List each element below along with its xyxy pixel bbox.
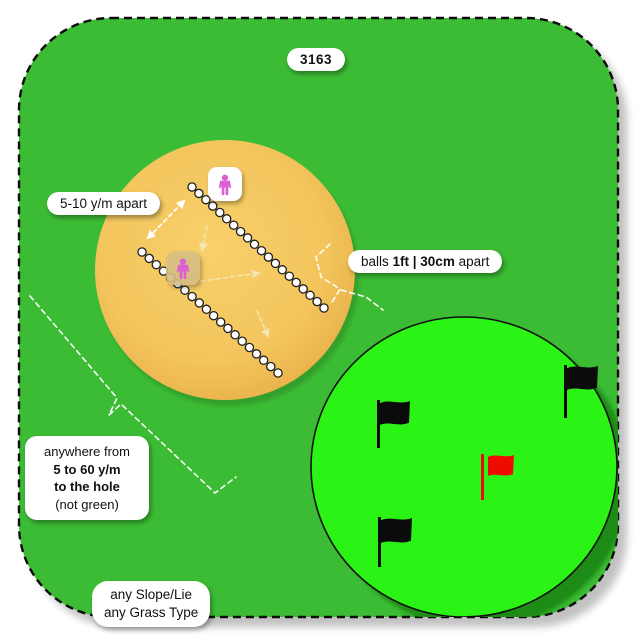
distance-line-4: (not green) xyxy=(55,496,119,512)
player-station-1 xyxy=(208,167,242,201)
golf-ball xyxy=(312,296,322,307)
putting-green xyxy=(310,316,618,617)
golf-ball xyxy=(223,323,233,334)
golf-ball xyxy=(151,259,162,270)
distance-line-3: to the hole xyxy=(54,479,120,494)
distance-line-1: anywhere from xyxy=(44,444,130,459)
golf-ball xyxy=(187,182,197,192)
person-icon xyxy=(218,174,232,196)
golf-ball xyxy=(244,342,255,353)
hole-flag-red-target xyxy=(481,454,514,500)
golf-ball xyxy=(215,207,225,218)
conditions-line-1: any Slope/Lie xyxy=(110,587,193,602)
golf-ball xyxy=(277,265,288,275)
golf-ball xyxy=(180,285,190,295)
move-down-right-arrow xyxy=(256,310,270,338)
flag-banner xyxy=(381,518,412,543)
flag-pole xyxy=(564,365,567,418)
flag-banner xyxy=(488,455,514,476)
ball-spacing-post: apart xyxy=(454,254,490,269)
golf-ball xyxy=(228,220,239,230)
golf-ball xyxy=(194,188,204,199)
golf-ball xyxy=(242,233,253,243)
golf-ball xyxy=(201,304,212,315)
golf-ball xyxy=(215,317,226,327)
conditions-line-2: any Grass Type xyxy=(104,605,199,620)
row-spacing-text: 5-10 y/m apart xyxy=(60,196,148,211)
ball-spacing-pre: balls xyxy=(361,254,393,269)
ball-row-1 xyxy=(187,182,329,313)
golf-ball xyxy=(208,310,219,321)
person-icon xyxy=(176,258,190,280)
flag-banner xyxy=(567,366,598,390)
row-gap-double-arrow xyxy=(146,199,186,240)
golf-ball xyxy=(263,252,274,262)
golf-ball xyxy=(319,303,329,313)
golf-ball xyxy=(273,368,283,378)
golf-ball xyxy=(258,355,269,366)
golf-ball xyxy=(221,214,232,224)
drill-number-text: 3163 xyxy=(300,52,333,67)
ball-spacing-values: 1ft | 30cm xyxy=(392,254,455,269)
golf-ball xyxy=(235,226,246,237)
row-spacing-label: 5-10 y/m apart xyxy=(47,192,161,215)
golf-ball xyxy=(208,201,218,211)
distance-brace-guide xyxy=(29,295,237,495)
flag-pole xyxy=(378,517,381,567)
move-down-arrow xyxy=(199,225,208,252)
golf-ball xyxy=(291,277,301,288)
golf-ball xyxy=(237,336,247,346)
spacing-to-green-guide xyxy=(340,289,384,311)
hole-flag-black xyxy=(378,517,412,567)
golf-ball xyxy=(284,271,295,281)
golf-ball xyxy=(137,247,147,257)
player-station-2 xyxy=(166,251,200,285)
drill-number-badge: 3163 xyxy=(287,48,346,71)
golf-ball xyxy=(194,298,205,308)
golf-ball xyxy=(305,290,315,301)
golf-ball xyxy=(256,245,267,256)
golf-ball xyxy=(266,361,276,372)
golf-ball xyxy=(251,349,262,359)
flag-pole xyxy=(481,454,484,500)
ball-spacing-brace-guide xyxy=(315,243,342,305)
golf-ball xyxy=(230,330,240,340)
golf-ball xyxy=(144,253,154,264)
distance-note: anywhere from 5 to 60 y/m to the hole (n… xyxy=(25,436,149,520)
flag-banner xyxy=(380,401,410,425)
move-right-arrow xyxy=(200,269,261,282)
golf-ball xyxy=(201,194,211,205)
hole-flag-black xyxy=(377,400,410,448)
golf-ball xyxy=(270,258,281,269)
ball-row-2 xyxy=(137,247,283,378)
distance-line-2: 5 to 60 y/m xyxy=(53,461,121,477)
golf-ball xyxy=(249,239,260,250)
golf-ball xyxy=(298,284,308,294)
flag-pole xyxy=(377,400,380,448)
conditions-note: any Slope/Lie any Grass Type xyxy=(92,581,211,627)
golf-ball xyxy=(187,291,197,302)
hole-flag-black xyxy=(564,365,598,418)
ball-spacing-label: balls 1ft | 30cm apart xyxy=(348,250,503,273)
